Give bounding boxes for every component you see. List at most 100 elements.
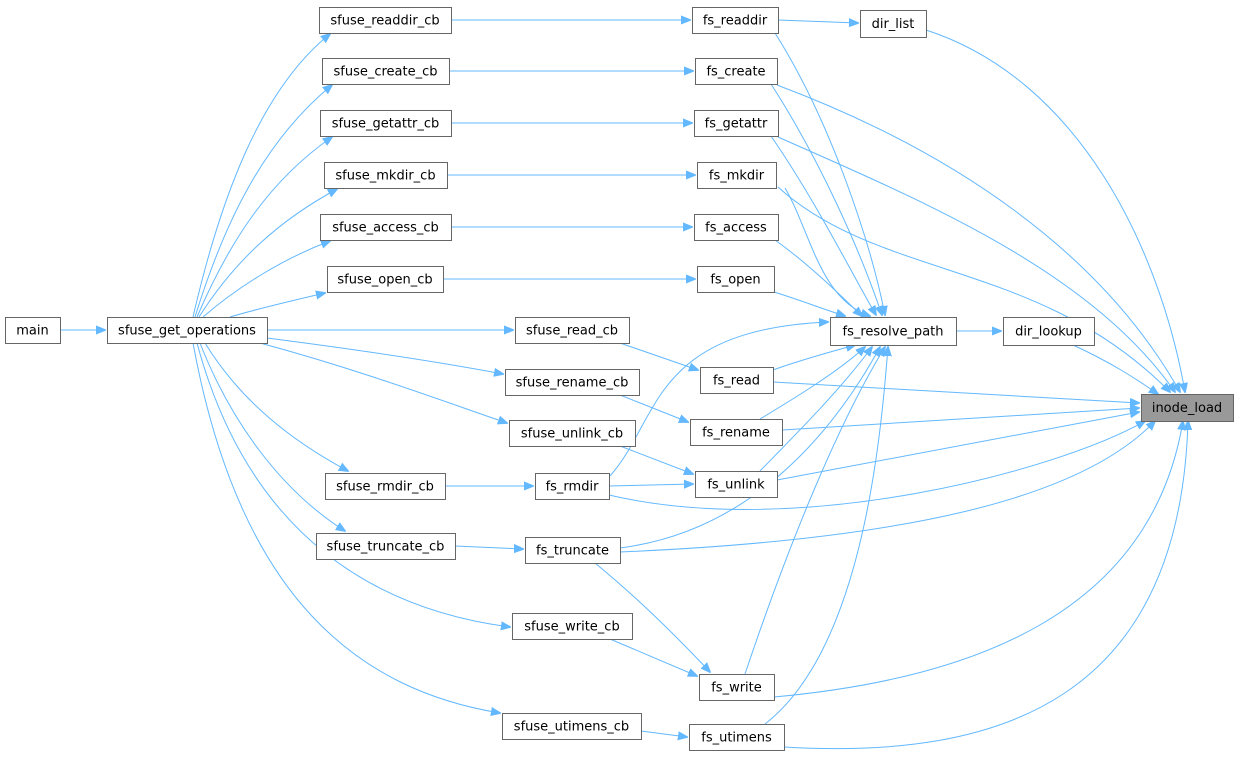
- node-fs_resolve_path[interactable]: fs_resolve_path: [830, 317, 957, 346]
- node-box: [502, 713, 642, 740]
- node-box: [860, 10, 927, 38]
- node-label: fs_write: [711, 681, 762, 696]
- node-sfuse_getattr_cb[interactable]: sfuse_getattr_cb: [320, 110, 452, 137]
- node-label: sfuse_getattr_cb: [332, 117, 440, 132]
- node-box: [525, 537, 621, 564]
- node-fs_open[interactable]: fs_open: [697, 266, 775, 293]
- node-box: [1141, 394, 1234, 422]
- edge-fs_write-to-fs_resolve_path: [744, 347, 885, 675]
- node-box: [695, 471, 778, 498]
- node-fs_mkdir[interactable]: fs_mkdir: [697, 162, 777, 189]
- edge-fs_readdir-to-fs_resolve_path: [774, 32, 885, 315]
- edge-sfuse_get_operations-to-sfuse_readdir_cb: [192, 34, 330, 318]
- node-label: sfuse_utimens_cb: [514, 720, 629, 735]
- node-fs_utimens[interactable]: fs_utimens: [689, 724, 785, 751]
- edge-sfuse_utimens_cb-to-fs_utimens: [640, 730, 687, 737]
- edge-sfuse_write_cb-to-fs_write: [609, 638, 697, 676]
- node-box: [319, 7, 452, 34]
- node-sfuse_unlink_cb[interactable]: sfuse_unlink_cb: [509, 420, 636, 447]
- nodes: main sfuse_get_operations sfuse_readdir_cb…: [5, 7, 1234, 751]
- node-sfuse_rename_cb[interactable]: sfuse_rename_cb: [505, 369, 640, 396]
- edge-fs_truncate-to-inode_load: [619, 421, 1155, 553]
- node-main[interactable]: main: [5, 317, 61, 344]
- node-sfuse_write_cb[interactable]: sfuse_write_cb: [512, 613, 633, 640]
- node-fs_getattr[interactable]: fs_getattr: [694, 110, 779, 137]
- node-box: [830, 317, 957, 346]
- edge-dir_lookup-to-inode_load: [1072, 344, 1158, 394]
- node-label: sfuse_get_operations: [118, 324, 256, 339]
- node-label: fs_resolve_path: [843, 325, 944, 340]
- node-box: [697, 266, 775, 293]
- node-label: sfuse_rename_cb: [516, 376, 629, 391]
- node-fs_readdir[interactable]: fs_readdir: [692, 7, 779, 34]
- edge-dir_list-to-inode_load: [925, 29, 1185, 392]
- node-label: sfuse_create_cb: [333, 65, 437, 80]
- node-label: sfuse_read_cb: [526, 324, 618, 339]
- node-box: [107, 317, 268, 344]
- node-label: fs_unlink: [707, 478, 765, 493]
- node-label: fs_access: [705, 221, 767, 236]
- edge-fs_read-to-inode_load: [772, 381, 1139, 403]
- node-sfuse_readdir_cb[interactable]: sfuse_readdir_cb: [319, 7, 452, 34]
- edge-fs_unlink-to-fs_resolve_path: [759, 347, 872, 472]
- node-label: sfuse_mkdir_cb: [335, 169, 435, 184]
- node-box: [694, 110, 779, 137]
- node-sfuse_truncate_cb[interactable]: sfuse_truncate_cb: [316, 533, 456, 560]
- edge-fs_unlink-to-inode_load: [776, 412, 1139, 481]
- edge-fs_getattr-to-inode_load: [777, 136, 1175, 392]
- edge-sfuse_get_operations-to-sfuse_open_cb: [229, 293, 325, 318]
- node-label: sfuse_write_cb: [524, 620, 619, 635]
- edge-sfuse_read_cb-to-fs_read: [619, 342, 698, 370]
- edge-fs_rmdir-to-fs_resolve_path: [609, 322, 828, 477]
- node-box: [694, 214, 779, 241]
- node-box: [325, 473, 446, 500]
- node-label: sfuse_unlink_cb: [521, 427, 623, 442]
- node-fs_write[interactable]: fs_write: [699, 674, 775, 701]
- node-inode_load: inode_load: [1141, 394, 1234, 422]
- node-sfuse_access_cb[interactable]: sfuse_access_cb: [320, 214, 452, 241]
- node-sfuse_read_cb[interactable]: sfuse_read_cb: [515, 317, 630, 344]
- edge-fs_create-to-inode_load: [776, 84, 1180, 392]
- node-dir_list[interactable]: dir_list: [860, 10, 927, 38]
- node-box: [535, 473, 610, 500]
- node-fs_truncate[interactable]: fs_truncate: [525, 537, 621, 564]
- node-box: [322, 58, 450, 85]
- node-fs_read[interactable]: fs_read: [700, 367, 774, 394]
- node-box: [505, 369, 640, 396]
- node-box: [695, 58, 778, 85]
- node-fs_access[interactable]: fs_access: [694, 214, 779, 241]
- node-sfuse_utimens_cb[interactable]: sfuse_utimens_cb: [502, 713, 642, 740]
- node-box: [320, 110, 452, 137]
- edge-sfuse_get_operations-to-sfuse_rmdir_cb: [204, 342, 348, 471]
- edge-fs_truncate-to-fs_resolve_path: [619, 347, 880, 549]
- node-label: fs_mkdir: [709, 169, 765, 184]
- node-fs_create[interactable]: fs_create: [695, 58, 778, 85]
- node-box: [690, 419, 783, 446]
- node-label: fs_readdir: [703, 14, 768, 29]
- node-fs_rmdir[interactable]: fs_rmdir: [535, 473, 610, 500]
- edge-fs_create-to-fs_resolve_path: [770, 83, 882, 315]
- node-box: [512, 613, 633, 640]
- edge-fs_utimens-to-fs_resolve_path: [764, 347, 888, 725]
- edge-sfuse_get_operations-to-sfuse_getattr_cb: [196, 137, 332, 318]
- node-sfuse_create_cb[interactable]: sfuse_create_cb: [322, 58, 450, 85]
- edge-sfuse_get_operations-to-sfuse_access_cb: [202, 241, 330, 318]
- node-fs_unlink[interactable]: fs_unlink: [695, 471, 778, 498]
- node-label: inode_load: [1152, 401, 1222, 416]
- edge-sfuse_get_operations-to-sfuse_truncate_cb: [199, 342, 345, 531]
- node-fs_rename[interactable]: fs_rename: [690, 419, 783, 446]
- node-label: fs_open: [710, 273, 760, 288]
- node-box: [316, 533, 456, 560]
- node-sfuse_open_cb[interactable]: sfuse_open_cb: [327, 266, 444, 293]
- node-dir_lookup[interactable]: dir_lookup: [1003, 317, 1095, 346]
- node-label: fs_create: [706, 65, 765, 80]
- edge-fs_rmdir-to-inode_load: [608, 421, 1145, 510]
- node-sfuse_rmdir_cb[interactable]: sfuse_rmdir_cb: [325, 473, 446, 500]
- edge-sfuse_get_operations-to-sfuse_unlink_cb: [259, 342, 507, 423]
- node-box: [515, 317, 630, 344]
- node-sfuse_mkdir_cb[interactable]: sfuse_mkdir_cb: [324, 162, 448, 189]
- node-sfuse_get_operations[interactable]: sfuse_get_operations: [107, 317, 268, 344]
- edge-sfuse_get_operations-to-sfuse_create_cb: [194, 85, 332, 318]
- node-label: sfuse_rmdir_cb: [336, 480, 434, 495]
